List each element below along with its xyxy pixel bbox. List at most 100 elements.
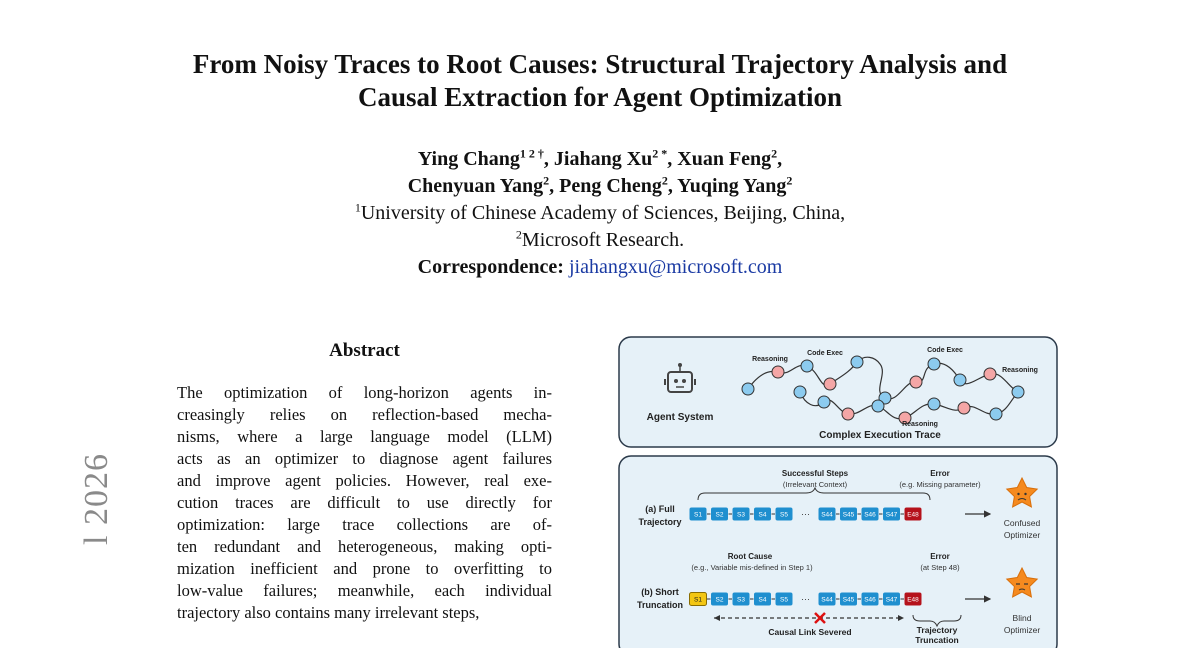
execution-trace-panel bbox=[618, 336, 1058, 448]
abstract-line: and improve agent policies. However, rea… bbox=[177, 471, 552, 490]
step-label: S4 bbox=[759, 597, 767, 604]
step-box bbox=[711, 592, 728, 606]
author-name: Peng Cheng bbox=[559, 175, 662, 197]
step-box bbox=[732, 592, 750, 606]
affiliation-1: 1University of Chinese Academy of Scienc… bbox=[200, 200, 1000, 227]
truncation-label: Truncation bbox=[915, 635, 958, 645]
abstract-line: low-value failures; meanwhile, each indi… bbox=[177, 581, 552, 600]
step-label: E48 bbox=[907, 597, 919, 604]
step-label: S45 bbox=[843, 597, 855, 604]
author-sup: 1 2 † bbox=[519, 146, 544, 161]
step-label: S46 bbox=[864, 512, 876, 519]
step-box bbox=[883, 507, 900, 521]
step-box bbox=[754, 592, 771, 606]
overview-figure: Agent System Complex Execution Trace Rea… bbox=[618, 336, 1058, 648]
author-name: Ying Chang bbox=[417, 148, 520, 170]
abstract-line: nisms, where a large language model (LLM… bbox=[177, 427, 552, 446]
blind-optimizer-label: Blind bbox=[1013, 613, 1032, 623]
step-box bbox=[689, 507, 707, 521]
reasoning-label: Reasoning bbox=[752, 356, 788, 363]
step-label: S45 bbox=[843, 512, 855, 519]
step-label: S44 bbox=[821, 597, 833, 604]
abstract-line: creasingly relies on reflection-based me… bbox=[177, 405, 552, 424]
reasoning-label: Reasoning bbox=[1002, 367, 1038, 374]
affiliation-2: 2Microsoft Research. bbox=[200, 227, 1000, 254]
successful-steps-sub: (Irrelevant Context) bbox=[783, 480, 848, 489]
step-box bbox=[883, 592, 900, 606]
abstract-line: mization inefficient and prone to overfi… bbox=[177, 559, 552, 578]
step-label: S5 bbox=[780, 512, 788, 519]
affiliation-sup: 1 bbox=[354, 200, 361, 215]
error-title: Error bbox=[930, 552, 950, 561]
confused-optimizer-label: Confused bbox=[1004, 518, 1041, 528]
author-sup: 2 * bbox=[652, 146, 668, 161]
truncation-label: Trajectory bbox=[917, 625, 958, 635]
author-sup: 2 bbox=[786, 173, 793, 188]
abstract-line: ten redundant and heterogeneous, making … bbox=[177, 537, 552, 556]
affiliation-sup: 2 bbox=[515, 227, 522, 242]
step-box bbox=[840, 592, 857, 606]
affiliation-text: Microsoft Research. bbox=[521, 229, 685, 251]
confused-optimizer-label: Optimizer bbox=[1004, 530, 1041, 540]
step-label: S46 bbox=[864, 597, 876, 604]
title-line-2: Causal Extraction for Agent Optimization bbox=[358, 82, 842, 112]
abstract-line: The optimization of long-horizon agents … bbox=[177, 383, 552, 402]
truncation-brace bbox=[912, 614, 962, 628]
abstract-line: cution traces are difficult to use direc… bbox=[177, 493, 552, 512]
step-label: S2 bbox=[716, 597, 724, 604]
error-step-box bbox=[904, 592, 922, 606]
author-name: Xuan Feng bbox=[677, 148, 772, 170]
blind-star-icon bbox=[1005, 566, 1039, 598]
correspondence-label: Correspondence: bbox=[417, 256, 564, 278]
author-name: Jiahang Xu bbox=[553, 148, 653, 170]
step-label: S1 bbox=[694, 597, 702, 604]
step-label: E48 bbox=[907, 512, 919, 519]
step-box bbox=[775, 592, 793, 606]
causal-link-arrowhead-right bbox=[898, 615, 904, 621]
correspondence-email-link[interactable]: jiahangxu@microsoft.com bbox=[568, 256, 783, 278]
step-label: S47 bbox=[886, 512, 898, 519]
blind-face bbox=[1016, 583, 1028, 591]
step-label: S5 bbox=[780, 597, 788, 604]
arxiv-side-stamp: l 2026 bbox=[78, 453, 115, 545]
author-name: Yuqing Yang bbox=[677, 175, 787, 197]
author-line-1: Ying Chang1 2 †, Jiahang Xu2 *, Xuan Fen… bbox=[417, 146, 783, 170]
author-sup: 2 bbox=[771, 146, 778, 161]
row-b-label: (b) Short bbox=[641, 587, 679, 597]
agent-system-label: Agent System bbox=[647, 412, 714, 423]
abstract-heading: Abstract bbox=[329, 340, 400, 361]
blind-optimizer-label: Optimizer bbox=[1004, 625, 1041, 635]
severed-x-icon bbox=[814, 612, 826, 624]
step-box bbox=[861, 592, 879, 606]
author-sup: 2 bbox=[543, 173, 550, 188]
row-a-label: (a) Full bbox=[645, 504, 675, 514]
correspondence: Correspondence: jiahangxu@microsoft.com bbox=[200, 254, 1000, 281]
step-box bbox=[754, 507, 771, 521]
author-sup: 2 bbox=[661, 173, 668, 188]
causal-link-label: Causal Link Severed bbox=[768, 627, 851, 637]
step-label: S2 bbox=[716, 512, 724, 519]
step-label: S47 bbox=[886, 597, 898, 604]
step-label: S44 bbox=[821, 512, 833, 519]
step-box bbox=[818, 592, 836, 606]
error-sub: (at Step 48) bbox=[920, 563, 960, 572]
root-cause-title: Root Cause bbox=[728, 552, 773, 561]
successful-brace bbox=[697, 486, 931, 501]
trace-nodes bbox=[741, 355, 1025, 425]
successful-steps-title: Successful Steps bbox=[782, 469, 849, 478]
code-exec-label: Code Exec bbox=[807, 350, 843, 357]
error-sub: (e.g. Missing parameter) bbox=[899, 480, 981, 489]
step-box bbox=[775, 507, 793, 521]
reasoning-label: Reasoning bbox=[902, 421, 938, 428]
code-exec-label: Code Exec bbox=[927, 347, 963, 354]
root-cause-sub: (e.g., Variable mis-defined in Step 1) bbox=[691, 563, 813, 572]
paper-title: From Noisy Traces to Root Causes: Struct… bbox=[100, 48, 1100, 114]
abstract-body: The optimization of long-horizon agents … bbox=[177, 382, 552, 624]
author-name: Chenyuan Yang bbox=[407, 175, 544, 197]
error-title: Error bbox=[930, 469, 950, 478]
robot-icon bbox=[664, 363, 696, 393]
step-label: S3 bbox=[737, 512, 745, 519]
step-label: S4 bbox=[759, 512, 767, 519]
